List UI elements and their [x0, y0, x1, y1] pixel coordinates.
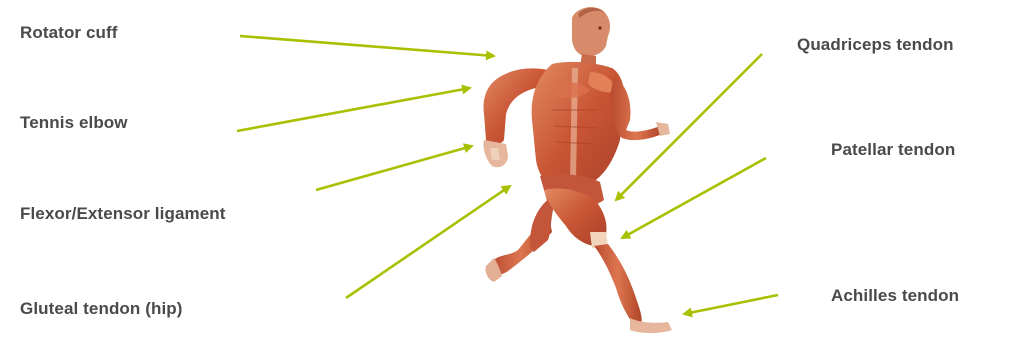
label-gluteal-tendon: Gluteal tendon (hip) [20, 299, 183, 319]
label-rotator-cuff: Rotator cuff [20, 23, 118, 43]
arrow-quadriceps [616, 54, 762, 200]
arrow-achilles [684, 295, 778, 314]
arrow-patellar [622, 158, 766, 238]
torso [532, 62, 625, 190]
label-flexor-extensor-ligament: Flexor/Extensor ligament [20, 204, 226, 224]
arrow-gluteal [346, 186, 510, 298]
label-tennis-elbow: Tennis elbow [20, 113, 128, 133]
label-quadriceps-tendon: Quadriceps tendon [797, 35, 954, 55]
head [572, 7, 610, 66]
arrow-flexor-extensor [316, 146, 472, 190]
forward-arm [610, 76, 670, 140]
label-patellar-tendon: Patellar tendon [831, 140, 955, 160]
arrow-rotator-cuff [240, 36, 494, 56]
front-shin [594, 244, 672, 333]
arrow-tennis-elbow [237, 88, 470, 131]
label-achilles-tendon: Achilles tendon [831, 286, 959, 306]
back-leg [485, 196, 556, 282]
